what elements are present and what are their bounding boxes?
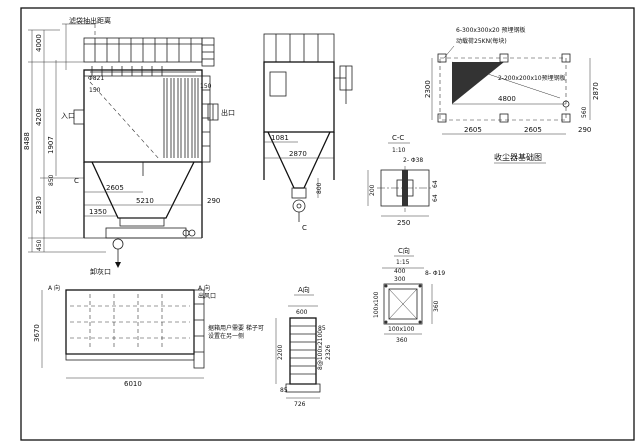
foundation-plan: 6-300x300x20 预埋钢板 动载荷25KN(每块) 2-200x200x…	[424, 26, 600, 164]
outlet-label-top: 出风口	[198, 292, 216, 300]
side-view: C 1081 2870 800	[263, 33, 353, 232]
dim-360-bottom: 360	[396, 337, 408, 344]
top-view: A 向 A 向 出风口 3670 6010 据箱用户需要 梯子可 设置在另一侧	[33, 284, 264, 388]
view-c-scale: 1:15	[396, 259, 410, 266]
dim-phi821: Φ821	[88, 75, 104, 82]
dim-4800: 4800	[498, 95, 516, 103]
dim-290: 290	[207, 197, 220, 205]
section-cc: C-C 1:10 2- Φ38 200 64 64 250	[367, 134, 439, 227]
dim-stack: 8@100x2100	[317, 330, 324, 370]
dim-360-right: 360	[433, 300, 440, 312]
dim-150-left: 150	[89, 87, 101, 94]
side-casing	[263, 61, 335, 133]
side-roof	[263, 33, 335, 63]
marker-c-side: C	[302, 224, 307, 232]
dim-2870: 2870	[289, 150, 307, 158]
load-note: 动载荷25KN(每块)	[456, 37, 507, 45]
dim-150-right: 150	[200, 83, 212, 90]
dim-560: 560	[581, 106, 588, 118]
bag-pullout-note: 滤袋抽出距离	[69, 16, 111, 25]
view-c-title: C向	[398, 246, 410, 255]
front-view: 滤袋抽出距离 入口 出口 Φ821	[23, 16, 235, 276]
dim-726: 726	[294, 401, 306, 408]
dim-2605-a: 2605	[464, 126, 482, 134]
foundation-title: 收尘器基础图	[494, 152, 542, 162]
dim-5210: 5210	[136, 197, 154, 205]
side-ladder	[339, 65, 353, 91]
dim-2300: 2300	[424, 80, 432, 98]
dim-8488: 8488	[23, 132, 31, 150]
dim-2605: 2605	[106, 184, 124, 192]
label-a-right: A 向	[198, 284, 210, 292]
dim-85-bot: 85	[280, 387, 288, 394]
top-note-1: 据箱用户需要 梯子可	[208, 324, 264, 332]
view-a: A向 600 2200 8@100x2100 2326 85 85 726	[275, 285, 332, 408]
section-cc-hole: 2- Φ38	[403, 157, 423, 164]
inlet-label: 入口	[61, 112, 75, 120]
foundation-outline	[439, 57, 567, 121]
dim-1907: 1907	[47, 136, 55, 154]
dim-400: 400	[394, 268, 406, 275]
dim-64-a: 64	[432, 180, 439, 188]
dim-3670: 3670	[33, 324, 41, 342]
discharge-valve	[112, 238, 124, 250]
foundation-hatch	[452, 62, 504, 104]
dim-300: 300	[394, 276, 406, 283]
main-casing	[83, 69, 203, 163]
top-ladder-side	[193, 289, 205, 369]
section-cc-scale: 1:10	[392, 147, 406, 154]
sheet-border	[20, 7, 635, 441]
dim-4000: 4000	[35, 34, 43, 52]
dim-290-found: 290	[578, 126, 591, 134]
dim-2326: 2326	[325, 345, 332, 360]
plate-note: 6-300x300x20 预埋钢板	[456, 26, 526, 34]
dim-200-cc: 200	[369, 184, 376, 196]
top-bag-grid	[70, 294, 190, 350]
dim-800: 800	[316, 182, 323, 194]
dim-85-top: 85	[318, 325, 326, 332]
filter-bags	[163, 78, 199, 158]
dim-2605-b: 2605	[524, 126, 542, 134]
inlet-flange	[73, 109, 85, 125]
dim-4208: 4208	[35, 108, 43, 126]
dim-600: 600	[296, 309, 308, 316]
section-cc-title: C-C	[392, 134, 404, 142]
dim-1350: 1350	[89, 208, 107, 216]
plate2-note: 2-200x200x10预埋钢板	[498, 74, 566, 82]
dim-100x100-bottom: 100x100	[388, 326, 415, 333]
outlet-label: 出口	[221, 108, 235, 117]
label-a-left: A 向	[48, 284, 60, 292]
top-note-2: 设置在另一侧	[208, 332, 244, 340]
dim-450: 450	[36, 239, 43, 251]
dim-2830: 2830	[35, 196, 43, 214]
view-a-title: A向	[298, 285, 310, 294]
screw-conveyor	[105, 227, 187, 239]
dim-2200: 2200	[277, 345, 284, 360]
dim-1081: 1081	[271, 134, 289, 142]
discharge-label: 卸灰口	[90, 267, 111, 276]
dim-64-b: 64	[432, 194, 439, 202]
view-c-plate	[383, 283, 423, 325]
marker-c-front: C	[74, 177, 79, 185]
dim-2870-found: 2870	[592, 82, 600, 100]
dim-250-cc: 250	[397, 219, 410, 227]
dim-6010: 6010	[124, 380, 142, 388]
view-c-hole: 8- Φ19	[425, 270, 445, 277]
view-c: C向 1:15 400 300 8- Φ19 360 100x100 100x1…	[373, 246, 445, 344]
dim-100x100-left: 100x100	[373, 291, 380, 318]
dim-850: 850	[48, 174, 55, 186]
side-valve	[292, 199, 306, 213]
